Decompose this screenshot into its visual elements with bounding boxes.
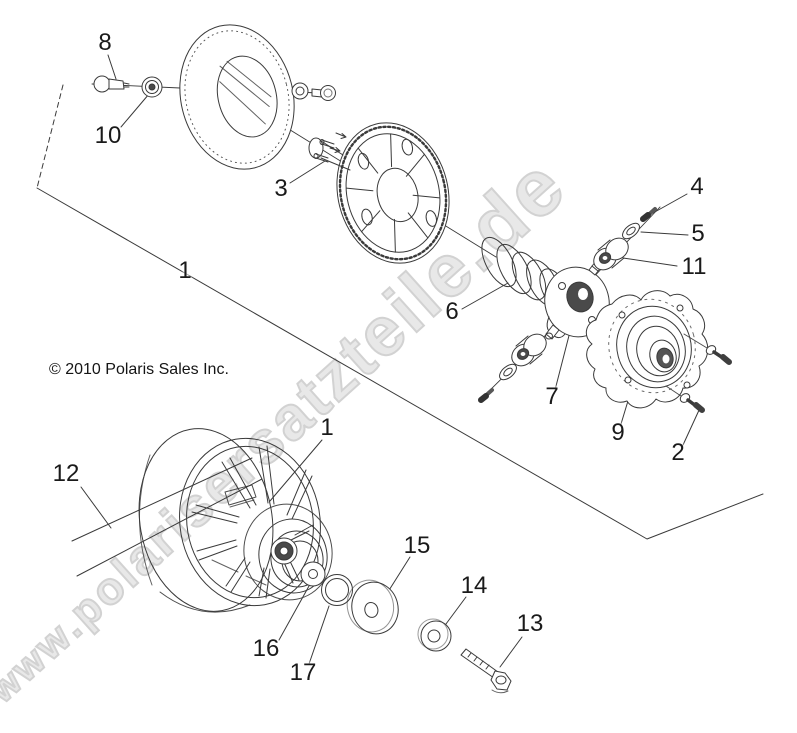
callout-17: 17	[289, 659, 317, 686]
roller-lower	[511, 333, 547, 367]
callout-16: 16	[252, 635, 280, 662]
callout-3: 3	[274, 175, 288, 202]
part-3-pins	[308, 132, 351, 171]
part-16-washer	[300, 561, 326, 587]
callout-5: 5	[691, 220, 705, 247]
callout-4: 4	[690, 173, 704, 200]
part-15-washer	[346, 579, 399, 635]
callout-1-upper: 1	[178, 257, 192, 284]
callout-14: 14	[460, 572, 488, 599]
callout-15: 15	[403, 532, 431, 559]
part-4-screw	[640, 207, 657, 222]
part-14-washer	[417, 618, 452, 652]
callout-12: 12	[52, 460, 80, 487]
callout-7: 7	[545, 383, 559, 410]
part-10-washer	[141, 76, 163, 98]
callout-6: 6	[445, 298, 459, 325]
copyright-text: © 2010 Polaris Sales Inc.	[49, 361, 229, 378]
part-13-bolt	[460, 648, 512, 694]
callout-9: 9	[611, 419, 625, 446]
part-11-roller	[593, 237, 629, 271]
callout-1-lower: 1	[320, 414, 334, 441]
cover-bolt-washer	[291, 82, 336, 101]
callout-10: 10	[94, 122, 122, 149]
callout-11: 11	[681, 253, 707, 280]
driven-clutch-assembly	[138, 428, 333, 613]
clutch-cover-disc	[179, 24, 295, 170]
sliding-sheave-wheel	[336, 122, 450, 264]
washer-lower	[499, 363, 517, 381]
part-7-hub	[544, 260, 610, 340]
callout-8: 8	[98, 29, 112, 56]
callout-13: 13	[516, 610, 544, 637]
part-17-oring	[321, 574, 353, 606]
callout-2: 2	[671, 439, 685, 466]
part-2-bolts	[665, 333, 732, 413]
part-9-spider	[585, 290, 709, 409]
part-5-washer	[622, 222, 640, 240]
screw-lower	[478, 388, 494, 403]
part-8-bolt	[93, 75, 130, 93]
